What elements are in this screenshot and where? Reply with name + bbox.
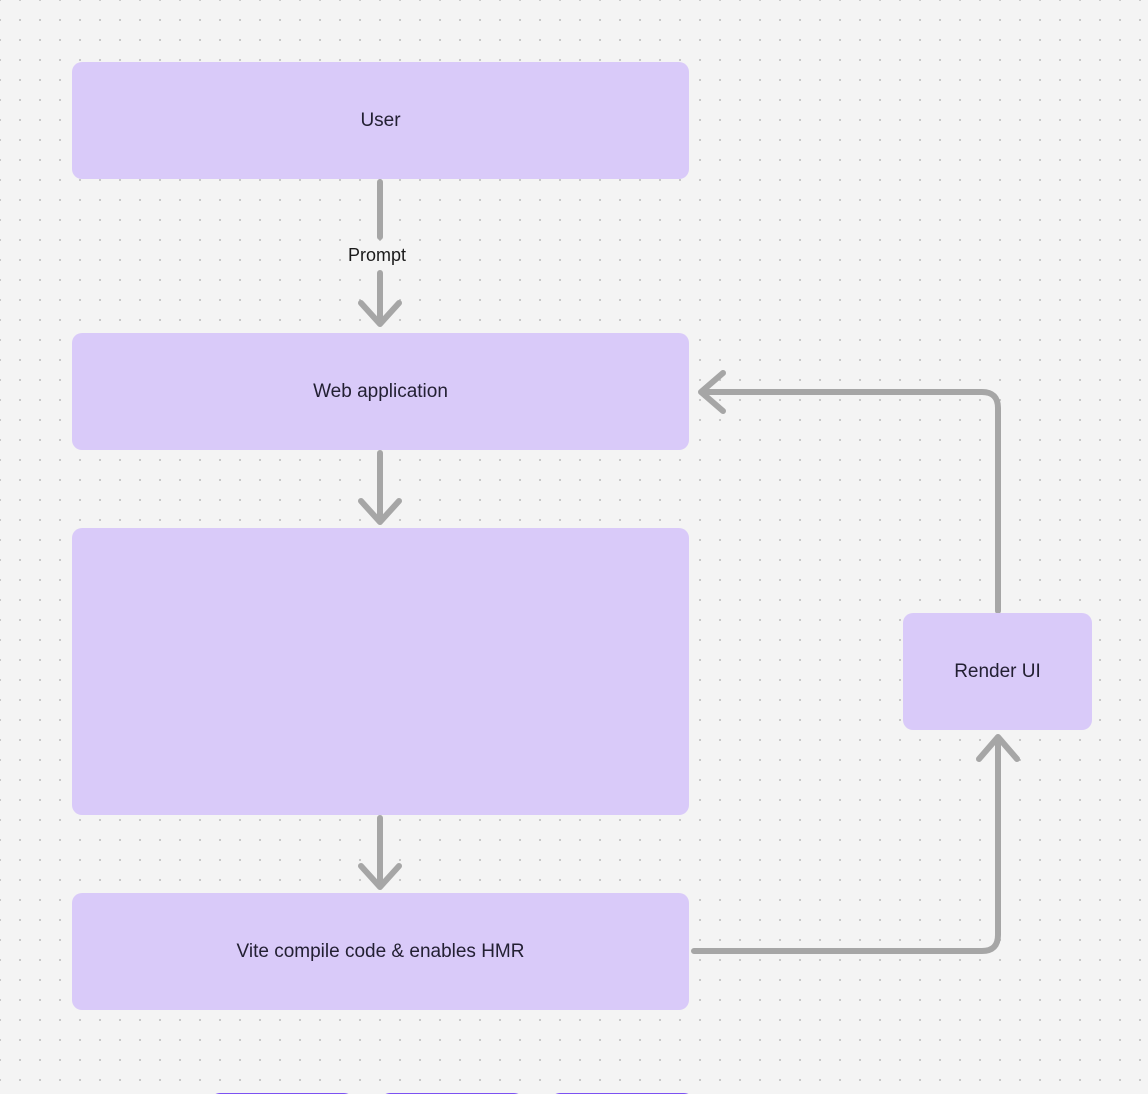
node-render-ui-label: Render UI (954, 660, 1041, 682)
node-render-ui[interactable]: Render UI (903, 613, 1092, 730)
node-user-label: User (360, 109, 401, 131)
node-web-application-label: Web application (313, 380, 448, 402)
node-react-components-group[interactable]: HTML = structure CSS = Styles & Layouts … (72, 528, 695, 1094)
node-web-application[interactable]: Web application (72, 333, 689, 450)
edge-components-to-vite (358, 815, 402, 890)
node-vite-label: Vite compile code & enables HMR (236, 940, 525, 962)
edge-vite-to-render (691, 734, 1020, 954)
edge-label-prompt: Prompt (342, 245, 413, 266)
node-vite[interactable]: Vite compile code & enables HMR (72, 893, 689, 1010)
edge-webapp-to-components (358, 450, 402, 525)
edge-render-to-webapp (698, 370, 1001, 614)
node-user[interactable]: User (72, 62, 689, 179)
